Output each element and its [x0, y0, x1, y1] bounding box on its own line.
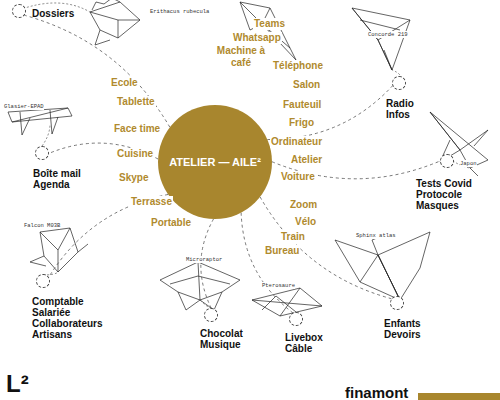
- dashed-connector: [25, 15, 170, 127]
- dashed-ring: [440, 154, 454, 168]
- figure-name: Microraptor: [186, 256, 222, 263]
- bird-figure: [90, 0, 140, 45]
- keyword-label: Zoom: [289, 199, 318, 211]
- keyword-label: Atelier: [290, 154, 323, 166]
- keyword-label: Machine à café: [214, 45, 268, 69]
- topic-text: Câble: [285, 343, 323, 354]
- topic-text: Infos: [386, 109, 414, 120]
- keyword-label: Train: [280, 231, 306, 243]
- figure-name: Japon: [460, 160, 477, 167]
- keyword-label: Whatsapp: [232, 32, 282, 44]
- dashed-connector: [49, 143, 158, 159]
- topic-text: Artisans: [32, 329, 103, 340]
- keyword-label: Voiture: [280, 171, 316, 183]
- dashed-ring: [289, 312, 303, 326]
- topic-text: Comptable: [32, 296, 103, 307]
- wing-figure: [252, 288, 322, 316]
- topic-text: Dossiers: [32, 8, 74, 19]
- topic-text: Musique: [200, 339, 243, 350]
- dashed-connector: [201, 219, 214, 308]
- topic-text: Boîte mail: [33, 168, 81, 179]
- keyword-label: Ecole: [110, 77, 139, 89]
- dashed-connector: [260, 197, 391, 299]
- keyword-label: Terrasse: [130, 196, 173, 208]
- jet-figure: [430, 112, 488, 176]
- keyword-label: Skype: [118, 172, 149, 184]
- brand-label: L²: [6, 370, 29, 398]
- keyword-label: Tablette: [116, 96, 156, 108]
- gold-bar: [418, 393, 500, 400]
- keyword-label: Bureau: [264, 245, 300, 257]
- figure-leader: [19, 3, 470, 316]
- keyword-label: Face time: [113, 123, 161, 135]
- keyword-label: Fauteuil: [282, 99, 322, 111]
- keyword-label: Ordinateur: [270, 136, 323, 148]
- figure-name: Erithacus rubecula: [150, 8, 209, 15]
- keyword-label: Frigo: [288, 117, 315, 129]
- brand-label: finamont: [345, 384, 408, 400]
- keyword-label: Salon: [292, 79, 321, 91]
- topic-text: Salariée: [32, 307, 103, 318]
- topic-text: Devoirs: [384, 329, 421, 340]
- topic-text: Agenda: [33, 179, 81, 190]
- bird-figure: [30, 228, 88, 272]
- keyword-label: Téléphone: [272, 60, 324, 72]
- dashed-ring: [390, 296, 404, 310]
- dashed-ring: [12, 4, 26, 18]
- center-circle: ATELIER — AILE²: [158, 105, 272, 219]
- dashed-ring: [204, 308, 218, 322]
- topic-node: RadioInfos: [386, 98, 414, 120]
- topic-text: Masques: [416, 200, 472, 211]
- topic-node: LiveboxCâble: [285, 332, 323, 354]
- center-title: ATELIER — AILE²: [169, 156, 261, 168]
- topic-text: Protocole: [416, 189, 472, 200]
- topic-text: Livebox: [285, 332, 323, 343]
- topic-node: ComptableSalariéeCollaborateursArtisans: [32, 296, 103, 340]
- figure-name: Pterosaure: [262, 282, 295, 289]
- topic-node: Boîte mailAgenda: [33, 168, 81, 190]
- dashed-ring: [36, 274, 50, 288]
- dashed-ring: [35, 146, 49, 160]
- topic-node: Dossiers: [32, 8, 74, 19]
- dashed-ring: [392, 76, 406, 90]
- plane-figure: [8, 108, 72, 135]
- plane-figure: [352, 8, 410, 70]
- topic-node: Tests CovidProtocoleMasques: [416, 178, 472, 211]
- topic-text: Enfants: [384, 318, 421, 329]
- figure-name: Concorde 219: [368, 31, 408, 38]
- keyword-label: Teams: [253, 18, 286, 30]
- topic-text: Chocolat: [200, 328, 243, 339]
- butterfly-figure: [335, 232, 430, 300]
- bird-figure: [160, 262, 240, 310]
- figure-name: Sphinx atlas: [356, 232, 396, 239]
- keyword-label: Cuisine: [116, 148, 154, 160]
- topic-text: Collaborateurs: [32, 318, 103, 329]
- keyword-label: Portable: [150, 217, 192, 229]
- keyword-label: Vélo: [294, 216, 317, 228]
- dashed-connector: [267, 86, 392, 140]
- topic-text: Tests Covid: [416, 178, 472, 189]
- topic-node: EnfantsDevoirs: [384, 318, 421, 340]
- figure-name: Falcon M03B: [24, 222, 60, 229]
- dashed-connector: [241, 213, 293, 313]
- topic-node: ChocolatMusique: [200, 328, 243, 350]
- topic-text: Radio: [386, 98, 414, 109]
- figure-name: Glasier-EPAD: [4, 103, 44, 110]
